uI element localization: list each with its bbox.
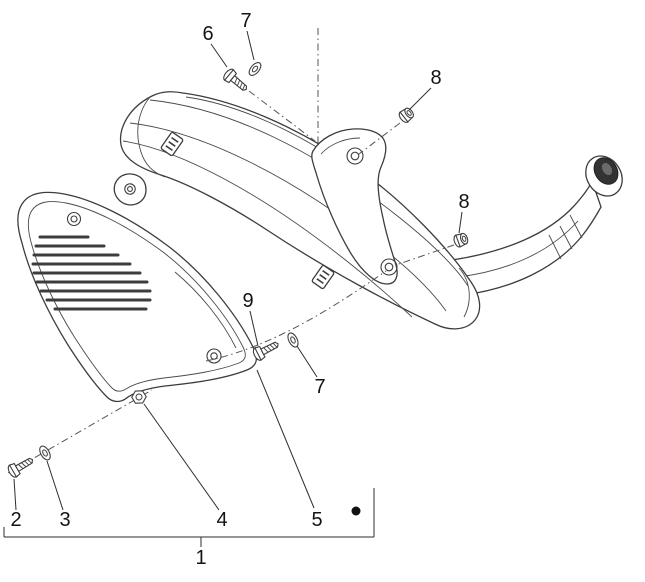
exhaust-pipe [451, 155, 623, 296]
axis-line-screw2 [7, 389, 153, 474]
leader-line-2 [13, 478, 17, 511]
callout-4: 4 [216, 509, 227, 531]
callout-7-mid: 7 [314, 376, 325, 398]
mounting-bracket [311, 128, 398, 285]
exhaust-flange [585, 155, 623, 197]
heat-shield [17, 191, 258, 403]
leader-line-7-mid [296, 345, 318, 378]
heat-shield-hole-upper [66, 211, 82, 227]
heat-shield-hole-lower [206, 348, 222, 364]
leader-lines [13, 30, 463, 511]
axis-line-screw9 [205, 270, 387, 362]
leader-line-8-right [458, 211, 463, 234]
callout-6: 6 [202, 23, 213, 45]
leader-line-5 [256, 369, 315, 509]
screw-6 [221, 66, 252, 96]
nut-8-upper [396, 105, 417, 125]
callout-2: 2 [10, 509, 21, 531]
callout-9: 9 [242, 290, 253, 312]
badge-stamp-upper [160, 131, 184, 157]
leader-line-4 [143, 403, 220, 511]
callout-8-right: 8 [458, 191, 469, 213]
front-mount-lug [113, 173, 147, 206]
leader-line-9 [249, 310, 259, 347]
assembly-point-dot [351, 506, 361, 516]
callout-7-top: 7 [240, 10, 251, 32]
heat-shield-vents [31, 235, 152, 311]
assembly-group-bracket [3, 488, 375, 547]
washer-7-upper [246, 59, 264, 79]
leader-line-7-top [246, 30, 255, 61]
assembly-axis-lines [7, 28, 455, 474]
leader-line-3 [46, 460, 64, 511]
callout-labels: 6 7 8 8 9 7 2 3 4 5 1 [10, 10, 469, 569]
washer-3 [37, 443, 53, 463]
pipe-bend-ribs [548, 214, 583, 260]
leader-line-6 [210, 43, 228, 68]
nut-8-lower [451, 231, 470, 249]
callout-3: 3 [59, 509, 70, 531]
badge-stamp-lower [311, 264, 335, 290]
axis-line-nut8-top [358, 122, 401, 155]
callout-8-top: 8 [430, 67, 441, 89]
end-cap-seam [137, 96, 166, 178]
washer-7-lower [285, 330, 301, 350]
leader-line-8-top [408, 87, 432, 111]
axis-line-washer8-lower [395, 244, 455, 266]
right-cap-seam [458, 267, 470, 318]
callout-5: 5 [311, 509, 322, 531]
screw-2 [5, 453, 37, 480]
callout-1: 1 [195, 547, 206, 569]
